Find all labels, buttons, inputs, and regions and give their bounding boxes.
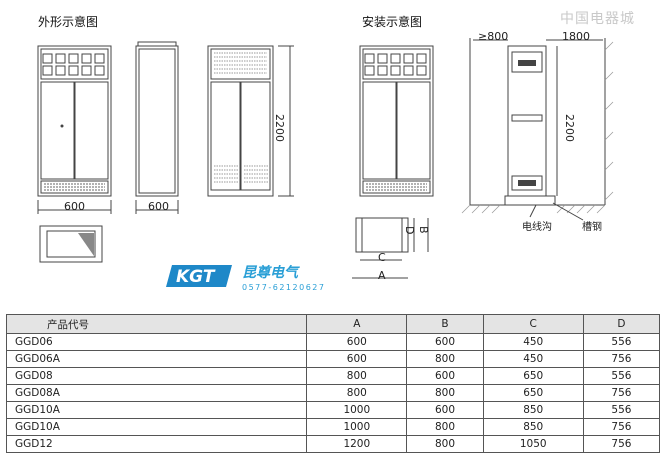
front-handle-icon [60,124,64,128]
spec-table: 产品代号 A B C D GGD06 600 600 450 556 GGD06… [5,314,661,453]
col-model: 产品代号 [5,314,308,334]
install-room [469,38,606,206]
base-corner-fill [78,233,94,256]
outline-heading: 外形示意图 [38,15,99,29]
base-plan [39,225,103,263]
cell-b: 800 [406,350,484,368]
cell-b: 600 [406,367,484,385]
cell-c: 450 [482,350,584,368]
install-plan [352,217,429,279]
front-view [37,45,112,197]
front-gap-label: 1800 [562,30,590,43]
cell-a: 1000 [306,401,408,419]
front-width-dim [37,200,112,214]
side-view [135,41,179,197]
brand-phone: 0577-62120627 [242,283,326,292]
channel-leader [552,202,584,221]
col-b: B [406,314,484,334]
col-a: A [306,314,408,334]
cell-a: 800 [306,367,408,385]
cell-model: GGD06A [5,350,308,368]
height-label: 2200 [273,114,286,142]
install-internal-a [518,60,536,66]
cell-model: GGD08 [5,367,308,385]
cell-d: 556 [582,333,661,351]
cell-b: 800 [406,384,484,402]
height-dim [278,45,294,197]
cell-d: 756 [582,384,661,402]
cell-model: GGD08A [5,384,308,402]
table-header-row: 产品代号 A B C D [5,314,661,334]
cell-c: 650 [482,367,584,385]
install-internal-b [518,180,536,186]
cell-d: 556 [582,401,661,419]
install-front-view [359,45,434,197]
install-front-vent [366,183,427,191]
col-d: D [582,314,661,334]
col-c: C [482,314,584,334]
svg-text:KGT: KGT [176,267,216,287]
cell-d: 756 [582,418,661,436]
cell-a: 800 [306,384,408,402]
cell-a: 1000 [306,418,408,436]
cell-c: 1050 [482,435,584,453]
cell-a: 1200 [306,435,408,453]
cell-a: 600 [306,333,408,351]
cell-b: 600 [406,333,484,351]
cell-d: 756 [582,435,661,453]
dim-b-label: B [417,226,430,234]
cell-c: 650 [482,384,584,402]
dim-c-label: C [378,251,386,264]
cell-d: 556 [582,367,661,385]
table-row: GGD08 800 600 650 556 [5,367,661,385]
install-height-label: 2200 [563,114,576,142]
cell-a: 600 [306,350,408,368]
dim-a-label: A [378,269,386,282]
brand-logo: KGT [166,263,234,293]
cell-c: 850 [482,401,584,419]
front-width-label: 600 [64,200,85,213]
install-heading: 安装示意图 [362,15,423,29]
outline-drawings [37,38,614,279]
cell-d: 756 [582,350,661,368]
trench-leader [529,204,537,218]
cell-c: 850 [482,418,584,436]
cable-trench-label: 电线沟 [522,222,552,233]
side-depth-dim [135,200,179,214]
cell-model: GGD10A [5,418,308,436]
table-row: GGD10A 1000 600 850 556 [5,401,661,419]
cell-model: GGD10A [5,401,308,419]
channel-steel-label: 槽钢 [582,222,602,233]
table-row: GGD06A 600 800 450 756 [5,350,661,368]
cell-model: GGD06 [5,333,308,351]
table-row: GGD08A 800 800 650 756 [5,384,661,402]
rear-vents [214,52,268,183]
rear-view [207,45,274,197]
table-row: GGD06 600 600 450 556 [5,333,661,351]
brand-name: 昆尊电气 [242,265,298,281]
side-depth-label: 600 [148,200,169,213]
table-row: GGD12 1200 800 1050 756 [5,435,661,453]
table-row: GGD10A 1000 800 850 756 [5,418,661,436]
cell-b: 600 [406,401,484,419]
wall-hatch [461,41,614,214]
wall-gap-label: ≥800 [478,30,509,43]
cell-c: 450 [482,333,584,351]
front-vent [44,183,105,191]
cell-model: GGD12 [5,435,308,453]
watermark: 中国电器城 [560,11,635,27]
cell-b: 800 [406,418,484,436]
cell-b: 800 [406,435,484,453]
kgt-logo-icon: KGT [166,265,232,287]
dim-d-label: D [403,226,416,235]
